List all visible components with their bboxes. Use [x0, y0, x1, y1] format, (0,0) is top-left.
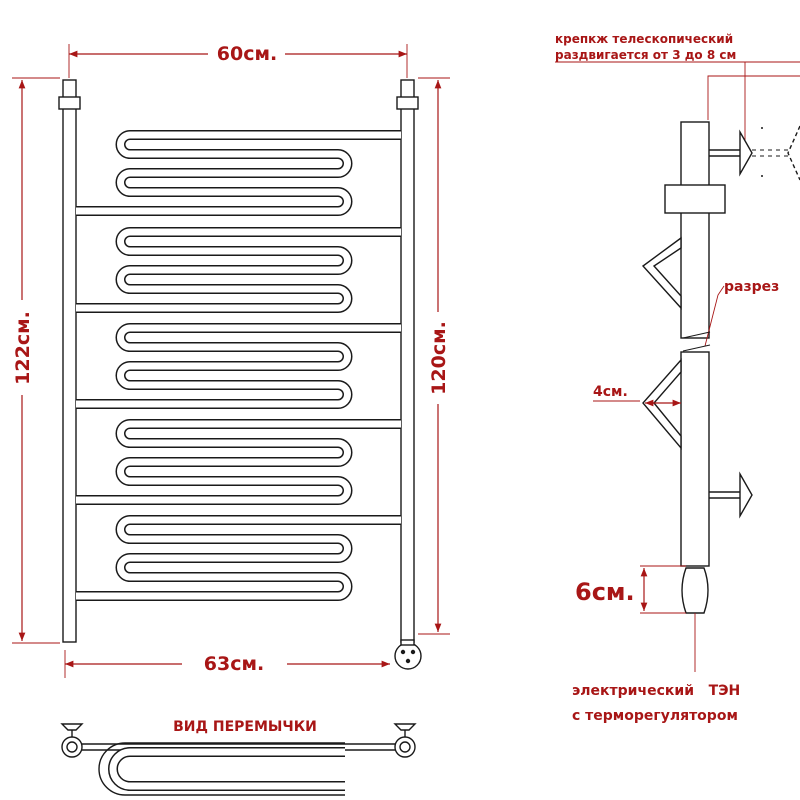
label-depth: 4см. [593, 384, 628, 400]
left-top-fitting [58, 96, 81, 110]
label-cut: разрез [724, 279, 779, 295]
lower-wall-mount-icon [709, 471, 753, 519]
heater-body [681, 567, 709, 614]
label-heater-line2: с терморегулятором [572, 708, 738, 724]
serpentine-coil [76, 515, 401, 601]
serpentine-coil [76, 227, 401, 313]
telescopic-mount-icon [709, 125, 800, 181]
serpentine-coil-fill [76, 420, 401, 504]
side-post-upper [680, 121, 710, 339]
right-bridge-mount-icon [393, 723, 417, 758]
serpentine-coil-fill [76, 228, 401, 312]
label-mount-line2: раздвигается от 3 до 8 см [555, 48, 736, 62]
right-top-fitting [396, 96, 419, 110]
label-height-left: 122см. [12, 311, 34, 385]
serpentine-coils [76, 130, 401, 601]
serpentine-coil [76, 323, 401, 409]
left-post [62, 79, 77, 643]
label-width-bottom: 63см. [204, 653, 264, 675]
cut-line-icon [682, 331, 711, 339]
label-height-right: 120см. [428, 321, 450, 395]
front-view: 60см. 63см. 122см. 120см. [12, 43, 450, 678]
label-heater-height: 6см. [575, 578, 635, 606]
lower-v-bracket [642, 358, 682, 450]
left-bridge-mount-icon [60, 723, 84, 758]
label-width-top: 60см. [217, 43, 277, 65]
serpentine-coil-fill [76, 324, 401, 408]
heater-socket-icon [394, 639, 422, 670]
bridge-coil [108, 747, 345, 791]
label-bridge-view: ВИД ПЕРЕМЫЧКИ [173, 719, 317, 735]
label-mount-line1: крепкж телескопический [555, 32, 733, 46]
serpentine-coil-fill [76, 131, 401, 215]
side-post-lower [680, 351, 710, 567]
side-post-fitting [664, 184, 726, 214]
bridge-view: ВИД ПЕРЕМЫЧКИ [60, 719, 417, 796]
side-view: крепкж телескопический раздвигается от 3… [555, 32, 800, 724]
serpentine-coil-fill [76, 516, 401, 600]
right-post [400, 79, 415, 643]
upper-v-bracket [641, 236, 682, 310]
serpentine-coil [76, 130, 401, 216]
serpentine-coil [76, 419, 401, 505]
label-heater-line1: электрический ТЭН [572, 683, 740, 699]
